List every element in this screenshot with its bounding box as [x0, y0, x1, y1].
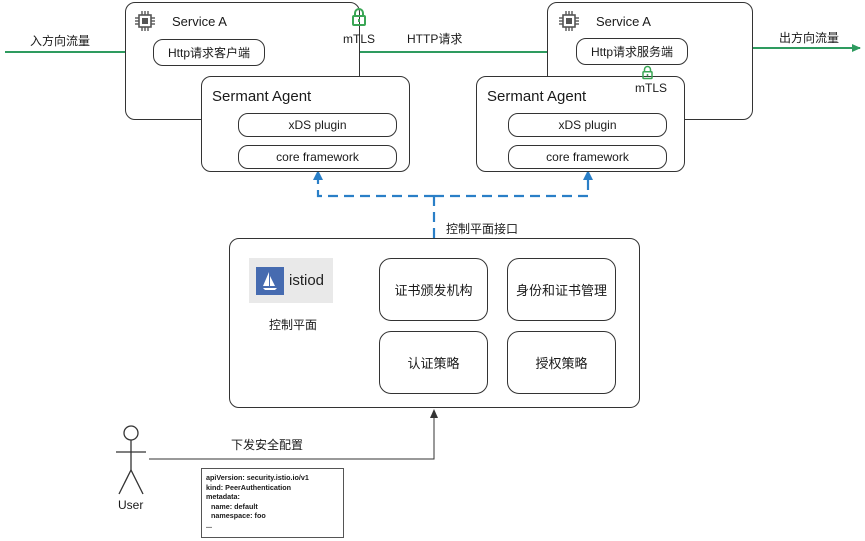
- sermant-agent-right-title: Sermant Agent: [487, 88, 587, 105]
- yaml-line: ...: [206, 520, 212, 530]
- cpu-chip-icon: [135, 11, 155, 31]
- core-framework-right: core framework: [508, 145, 667, 169]
- xds-plugin-left: xDS plugin: [238, 113, 397, 137]
- lock-icon: [642, 65, 653, 80]
- yaml-line: name: default: [211, 501, 258, 511]
- lock-icon: [352, 8, 366, 26]
- yaml-line: kind: PeerAuthentication: [206, 482, 292, 492]
- user-action-label: 下发安全配置: [231, 438, 304, 452]
- control-plane-interface-label: 控制平面接口: [446, 222, 519, 236]
- module-identity-cert-management: 身份和证书管理: [507, 258, 616, 321]
- yaml-line: metadata:: [206, 492, 240, 502]
- http-request-label: HTTP请求: [407, 32, 463, 46]
- user-config-arrow: [149, 409, 438, 460]
- outbound-traffic-label: 出方向流量: [779, 31, 840, 45]
- istiod-logo-text: istiod: [289, 272, 325, 289]
- service-a-left-title: Service A: [172, 14, 227, 29]
- module-authentication-policy: 认证策略: [379, 331, 488, 394]
- inbound-traffic-label: 入方向流量: [30, 34, 91, 48]
- cpu-chip-icon: [559, 11, 579, 31]
- user-label: User: [118, 498, 144, 512]
- mtls-right-label: mTLS: [635, 81, 668, 95]
- yaml-line: namespace: foo: [211, 511, 266, 521]
- stick-figure-icon: [116, 425, 146, 495]
- mtls-left-label: mTLS: [343, 32, 376, 46]
- xds-plugin-right: xDS plugin: [508, 113, 667, 137]
- service-a-right-title: Service A: [596, 14, 651, 29]
- yaml-line: apiVersion: security.istio.io/v1: [206, 473, 309, 482]
- http-client-pill: Http请求客户端: [153, 39, 265, 66]
- istio-sail-icon: [256, 266, 284, 295]
- control-link-right: [434, 170, 593, 198]
- control-plane-label: 控制平面: [269, 318, 318, 332]
- control-link-left: [313, 170, 434, 198]
- module-certificate-authority: 证书颁发机构: [379, 258, 488, 321]
- istiod-logo: istiod: [249, 258, 333, 303]
- http-server-pill: Http请求服务端: [576, 38, 688, 65]
- yaml-config-snippet: apiVersion: security.istio.io/v1 kind: P…: [201, 468, 344, 538]
- module-authorization-policy: 授权策略: [507, 331, 616, 394]
- core-framework-left: core framework: [238, 145, 397, 169]
- sermant-agent-left-title: Sermant Agent: [212, 88, 312, 105]
